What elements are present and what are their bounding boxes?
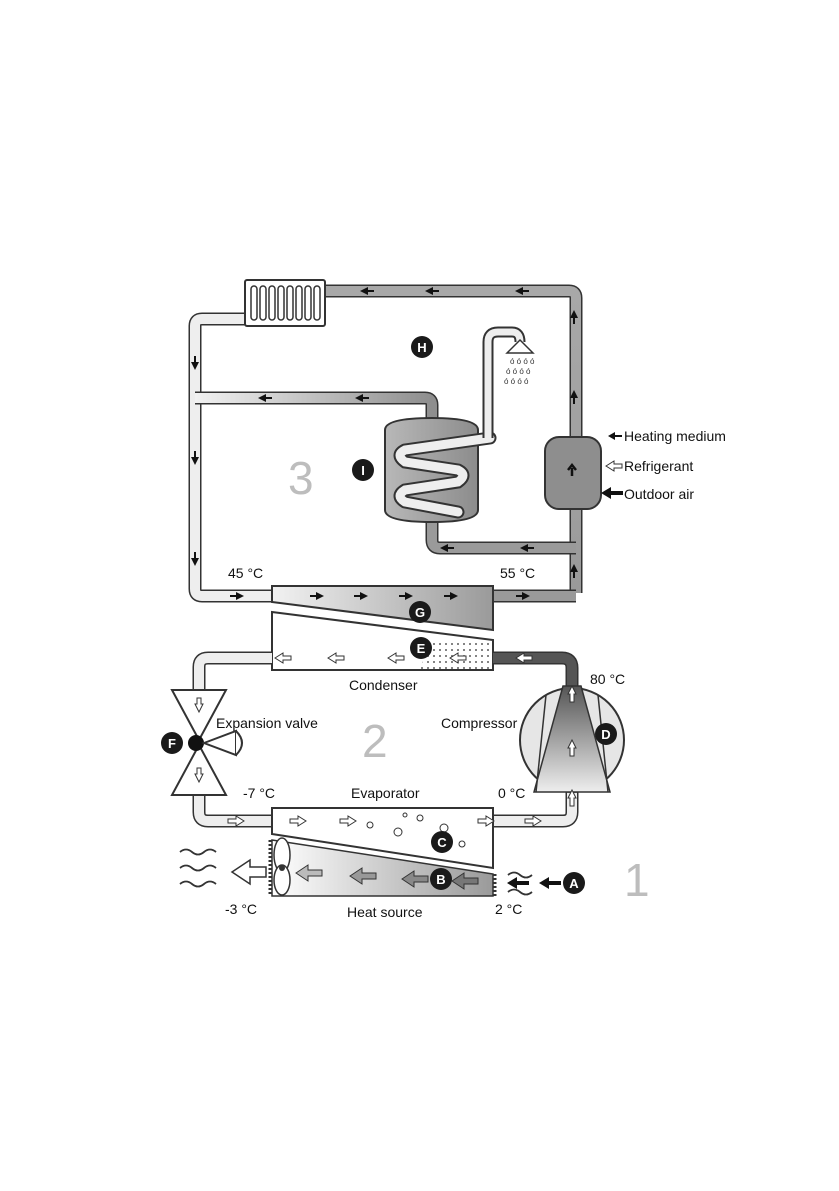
condenser-label: Condenser: [349, 677, 418, 693]
temp-0: 0 °C: [498, 785, 525, 801]
circuit-number-1: 1: [624, 854, 650, 906]
temp-80: 80 °C: [590, 671, 625, 687]
temp-minus-7: -7 °C: [243, 785, 275, 801]
svg-text:B: B: [436, 872, 445, 887]
temp-55: 55 °C: [500, 565, 535, 581]
legend-refrigerant: Refrigerant: [624, 458, 693, 474]
svg-text:H: H: [417, 340, 426, 355]
temp-45: 45 °C: [228, 565, 263, 581]
svg-text:E: E: [417, 641, 426, 656]
heat-source-label: Heat source: [347, 904, 423, 920]
circuit-number-3: 3: [288, 452, 314, 504]
legend-heating-medium: Heating medium: [624, 428, 726, 444]
svg-text:G: G: [415, 605, 425, 620]
svg-text:ó ó ó ó: ó ó ó ó: [506, 367, 531, 376]
badge-A: A: [563, 872, 585, 894]
evaporator-label: Evaporator: [351, 785, 420, 801]
badge-H: H: [411, 336, 433, 358]
heating-circuit: ó ó ó ó ó ó ó ó ó ó ó ó: [191, 280, 601, 600]
shower-head: [507, 340, 533, 353]
badge-F: F: [161, 732, 183, 754]
circuit-number-2: 2: [362, 715, 388, 767]
badge-D: D: [595, 723, 617, 745]
water-drops: ó ó ó ó ó ó ó ó ó ó ó ó: [504, 357, 535, 386]
svg-text:A: A: [569, 876, 579, 891]
temp-2: 2 °C: [495, 901, 522, 917]
badge-B: B: [430, 868, 452, 890]
expansion-valve-label: Expansion valve: [216, 715, 318, 731]
condenser: [272, 586, 493, 670]
outlet-air-waves: [180, 850, 216, 887]
svg-text:I: I: [361, 463, 365, 478]
legend-outdoor-air: Outdoor air: [624, 486, 694, 502]
compressor-label: Compressor: [441, 715, 518, 731]
svg-text:D: D: [601, 727, 610, 742]
outdoor-air-arrow-icon: [601, 487, 623, 499]
badge-C: C: [431, 831, 453, 853]
badge-E: E: [410, 637, 432, 659]
svg-text:ó ó ó ó: ó ó ó ó: [510, 357, 535, 366]
svg-text:C: C: [437, 835, 447, 850]
fan-icon: [274, 838, 290, 895]
heating-medium-arrow-icon: [608, 432, 622, 440]
legend: Heating medium Refrigerant Outdoor air: [601, 428, 726, 502]
svg-text:ó ó ó ó: ó ó ó ó: [504, 377, 529, 386]
badge-G: G: [409, 601, 431, 623]
badge-I: I: [352, 459, 374, 481]
refrigerant-arrow-icon: [606, 461, 622, 471]
svg-text:F: F: [168, 736, 176, 751]
temp-minus-3: -3 °C: [225, 901, 257, 917]
